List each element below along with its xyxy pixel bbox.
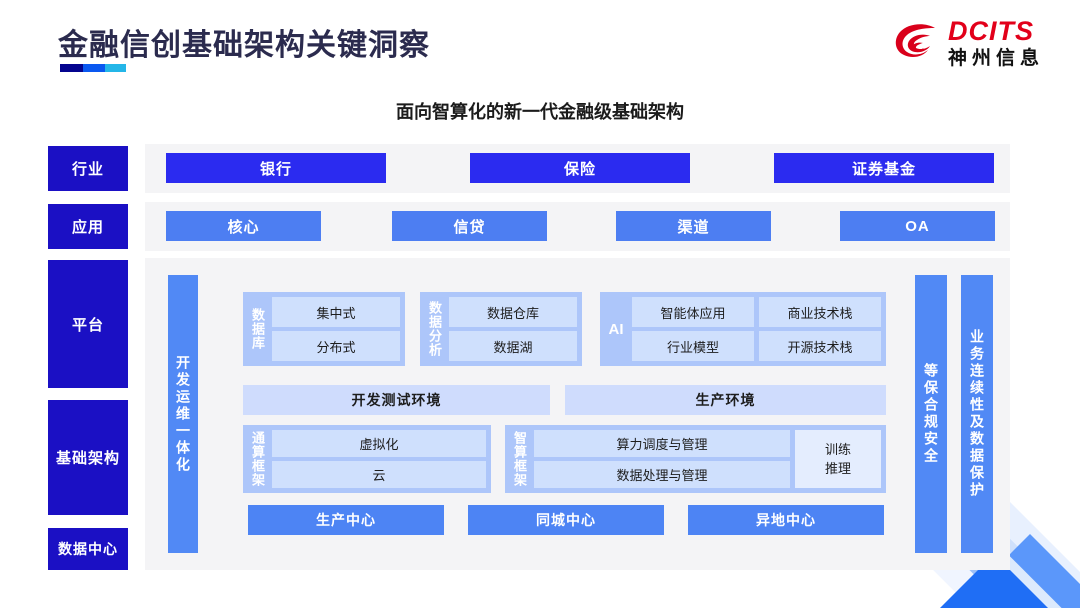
swirl-logo-icon <box>892 19 940 67</box>
cell-analytics-warehouse[interactable]: 数据仓库 <box>449 297 577 327</box>
nav-label-industry[interactable]: 行业 <box>48 146 128 191</box>
industry-chip-insurance[interactable]: 保险 <box>470 153 690 183</box>
logo-text-en: DCITS <box>947 16 1034 46</box>
page-title: 金融信创基础架构关键洞察 <box>58 29 430 62</box>
column-continuity[interactable]: 业务连续性及数据保护 <box>961 275 993 553</box>
nav-label-application[interactable]: 应用 <box>48 204 128 249</box>
cell-ai-opensource-stack[interactable]: 开源技术栈 <box>759 331 881 361</box>
nav-label-datacenter[interactable]: 数据中心 <box>48 528 128 570</box>
datacenter-chip-remote[interactable]: 异地中心 <box>688 505 884 535</box>
cell-cloud[interactable]: 云 <box>272 461 486 488</box>
group-label-database: 数据库 <box>250 308 265 350</box>
group-analytics: 数据分析 数据仓库 数据湖 <box>420 292 582 366</box>
group-ai: AI 智能体应用 行业模型 商业技术栈 开源技术栈 <box>600 292 886 366</box>
application-chip-channel[interactable]: 渠道 <box>616 211 771 241</box>
group-ai-compute: 智算框架 算力调度与管理 数据处理与管理 训练 推理 <box>505 425 886 493</box>
nav-label-infrastructure[interactable]: 基础架构 <box>48 400 128 515</box>
cell-ai-commercial-stack[interactable]: 商业技术栈 <box>759 297 881 327</box>
application-chip-credit[interactable]: 信贷 <box>392 211 547 241</box>
column-devops[interactable]: 开发运维一体化 <box>168 275 198 553</box>
cell-database-centralized[interactable]: 集中式 <box>272 297 400 327</box>
cell-training-inference[interactable]: 训练 推理 <box>795 430 881 488</box>
subtitle: 面向智算化的新一代金融级基础架构 <box>396 102 684 122</box>
group-label-analytics: 数据分析 <box>427 301 442 357</box>
cell-compute-scheduling[interactable]: 算力调度与管理 <box>534 430 790 457</box>
cell-database-distributed[interactable]: 分布式 <box>272 331 400 361</box>
datacenter-chip-metro[interactable]: 同城中心 <box>468 505 664 535</box>
rule-segment-blue <box>83 64 105 72</box>
application-chip-core[interactable]: 核心 <box>166 211 321 241</box>
nav-label-platform[interactable]: 平台 <box>48 260 128 388</box>
logo-text-cn: 神州信息 <box>947 48 1044 69</box>
group-label-ai: AI <box>608 320 624 338</box>
env-production[interactable]: 生产环境 <box>565 385 886 415</box>
cell-data-processing[interactable]: 数据处理与管理 <box>534 461 790 488</box>
group-label-ai-compute: 智算框架 <box>512 431 527 487</box>
industry-chip-securities[interactable]: 证券基金 <box>774 153 994 183</box>
brand-logo: DCITS 神州信息 <box>892 18 1044 68</box>
industry-chip-bank[interactable]: 银行 <box>166 153 386 183</box>
column-compliance[interactable]: 等保合规安全 <box>915 275 947 553</box>
group-database: 数据库 集中式 分布式 <box>243 292 405 366</box>
datacenter-chip-production[interactable]: 生产中心 <box>248 505 444 535</box>
application-chip-oa[interactable]: OA <box>840 211 995 241</box>
cell-ai-industry-model[interactable]: 行业模型 <box>632 331 754 361</box>
rule-segment-navy <box>60 64 84 72</box>
group-general-compute: 通算框架 虚拟化 云 <box>243 425 491 493</box>
group-label-general-compute: 通算框架 <box>250 431 265 487</box>
env-dev-test[interactable]: 开发测试环境 <box>243 385 550 415</box>
rule-segment-cyan <box>104 64 127 72</box>
cell-analytics-lake[interactable]: 数据湖 <box>449 331 577 361</box>
cell-ai-agent-app[interactable]: 智能体应用 <box>632 297 754 327</box>
cell-virtualization[interactable]: 虚拟化 <box>272 430 486 457</box>
title-underline-rule <box>60 64 127 72</box>
